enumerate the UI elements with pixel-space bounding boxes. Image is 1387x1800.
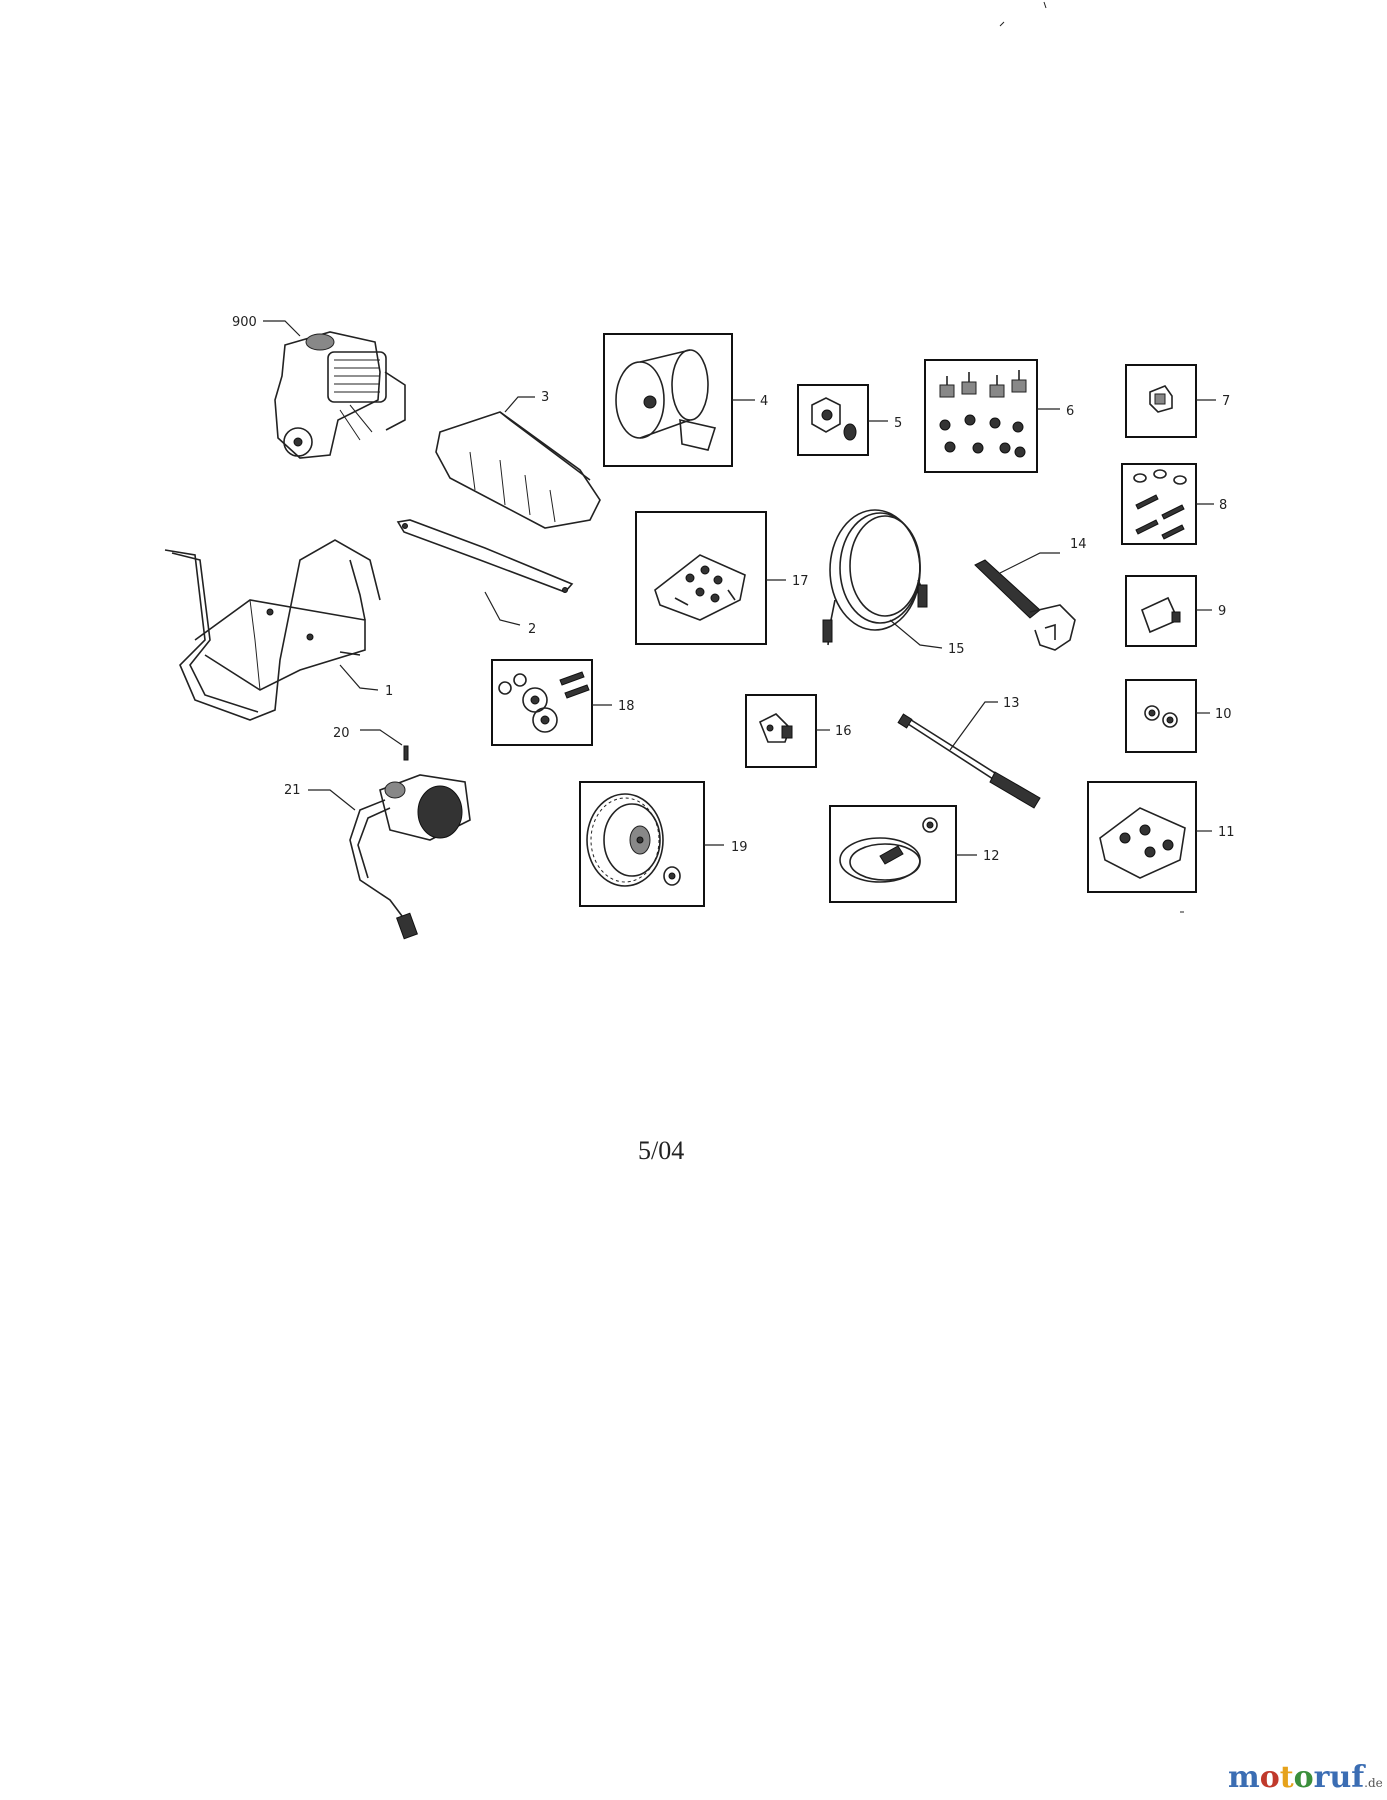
part-12-hose-kit xyxy=(839,817,938,883)
label-11: 11 xyxy=(1218,825,1235,840)
part-12-box xyxy=(829,805,957,903)
part-7-plug xyxy=(1149,385,1173,413)
part-10-caps xyxy=(1144,705,1178,728)
part-15-hose xyxy=(822,509,928,646)
logo-letter: ruf xyxy=(1313,1760,1365,1795)
part-3-shroud xyxy=(435,411,601,529)
label-14: 14 xyxy=(1070,537,1087,552)
part-7-box xyxy=(1125,364,1197,438)
leader-20 xyxy=(360,729,403,746)
part-18-box xyxy=(491,659,593,746)
part-9-nozzle xyxy=(1140,596,1181,634)
part-13-wand xyxy=(897,713,1041,809)
part-6-box xyxy=(924,359,1038,473)
logo-letter: m xyxy=(1228,1760,1260,1795)
part-2-bar xyxy=(396,519,574,593)
label-19: 19 xyxy=(731,840,748,855)
part-19-wheel xyxy=(586,793,681,887)
label-9: 9 xyxy=(1218,604,1226,619)
label-1: 1 xyxy=(385,684,393,699)
part-14-spray-gun xyxy=(974,559,1076,651)
logo-domain-suffix: .de xyxy=(1364,1776,1383,1790)
part-4-box xyxy=(603,333,733,467)
leader-1 xyxy=(339,664,379,691)
label-16: 16 xyxy=(835,724,852,739)
part-16-fitting xyxy=(758,713,793,743)
part-10-box xyxy=(1125,679,1197,753)
part-17-box xyxy=(635,511,767,645)
leader-3 xyxy=(504,396,535,413)
label-13: 13 xyxy=(1003,696,1020,711)
label-900: 900 xyxy=(232,315,257,330)
document-date-code: 5/04 xyxy=(638,1136,685,1165)
part-16-box xyxy=(745,694,817,768)
leader-900 xyxy=(263,320,301,337)
leader-14 xyxy=(999,552,1060,574)
part-6-mounts xyxy=(939,370,1027,458)
logo-letter: o xyxy=(1293,1760,1314,1795)
label-5: 5 xyxy=(894,416,902,431)
label-12: 12 xyxy=(983,849,1000,864)
part-8-hardware xyxy=(1133,469,1187,540)
part-5-fitting xyxy=(811,397,857,441)
label-15: 15 xyxy=(948,642,965,657)
part-20-pin xyxy=(403,745,409,761)
label-10: 10 xyxy=(1215,707,1232,722)
leader-15 xyxy=(889,619,943,649)
label-7: 7 xyxy=(1222,394,1230,409)
logo-letter: t xyxy=(1279,1760,1294,1795)
part-19-box xyxy=(579,781,705,907)
label-3: 3 xyxy=(541,390,549,405)
label-17: 17 xyxy=(792,574,809,589)
part-21-pump xyxy=(349,774,471,940)
part-11-fittings xyxy=(1099,807,1186,879)
label-2: 2 xyxy=(528,622,536,637)
part-9-box xyxy=(1125,575,1197,647)
label-20: 20 xyxy=(333,726,350,741)
motoruf-logo[interactable]: motoruf.de xyxy=(1228,1760,1383,1795)
part-5-box xyxy=(797,384,869,456)
leader-2 xyxy=(484,591,521,626)
leader-21 xyxy=(308,789,356,811)
label-21: 21 xyxy=(284,783,301,798)
label-4: 4 xyxy=(760,394,768,409)
part-900-engine xyxy=(274,331,406,459)
label-8: 8 xyxy=(1219,498,1227,513)
logo-letter: o xyxy=(1259,1760,1280,1795)
part-11-box xyxy=(1087,781,1197,893)
part-17-kit xyxy=(654,554,746,621)
part-1-frame xyxy=(164,539,381,721)
part-18-hardware xyxy=(498,671,590,733)
label-18: 18 xyxy=(618,699,635,714)
label-6: 6 xyxy=(1066,404,1074,419)
part-4-hose-reel xyxy=(615,349,717,451)
leader-13 xyxy=(949,701,998,751)
part-8-box xyxy=(1121,463,1197,545)
scan-mark xyxy=(999,1,1184,913)
